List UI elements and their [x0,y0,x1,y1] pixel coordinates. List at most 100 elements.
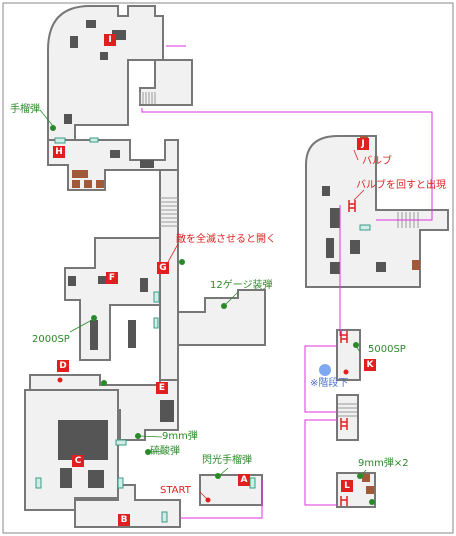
stair-top [139,92,156,104]
label-gauge-ammo: 12ゲージ装弾 [210,280,273,291]
obstacle [326,238,334,258]
label-stairs-down: ※階段下 [310,378,349,389]
marker-e: E [156,382,168,394]
room-h-block [47,139,179,191]
obstacle [330,208,340,228]
obstacle [88,470,104,488]
item-dot-2000sp [91,315,97,321]
label-valve: バルブ [362,156,392,167]
obstacle [64,114,72,124]
door [249,477,256,489]
obstacle [140,160,154,168]
obstacle [68,276,76,286]
red-dot-k [343,369,349,375]
ladder [340,418,348,430]
label-enemy-clear: 敵を全滅させると開く [176,234,276,245]
label-valve-turn: バルブを回すと出現 [356,180,446,191]
item-dot-l [369,499,375,505]
label-acid: 硫酸弾 [150,446,180,457]
label-flash-grenade: 閃光手榴弾 [202,455,252,466]
crate [362,474,370,482]
link-start [180,480,263,519]
marker-j: J [357,138,369,150]
marker-d: D [57,360,69,372]
item-dot-g [179,259,185,265]
floor-plan [24,5,449,528]
stairs [139,92,419,417]
obstacle [60,468,72,488]
crate [412,260,420,270]
marker-b: B [118,514,130,526]
door [115,439,127,446]
obstacle [90,320,98,350]
obstacle [112,30,126,40]
leaders [39,109,367,476]
obstacle [330,262,340,274]
obstacle [58,420,108,460]
obstacle [70,36,78,48]
marker-l: L [341,480,353,492]
item-dots [50,125,375,505]
red-dot-d [57,377,63,383]
obstacle [140,278,148,292]
label-9mm-x2: 9mm弾×2 [358,458,409,469]
obstacle [160,400,174,422]
obstacle [376,262,386,272]
label-5000sp: 5000SP [368,344,406,355]
label-9mm: 9mm弾 [162,431,198,442]
links [141,45,433,519]
marker-g: G [157,262,169,274]
doors [35,137,371,523]
marker-a: A [238,474,250,486]
ladders [340,200,356,506]
door [117,477,124,489]
room-stair-lower [336,394,359,441]
room-fg [64,237,161,361]
marker-f: F [106,272,118,284]
item-dot-5000sp [353,342,359,348]
crate [72,170,80,178]
stair-corridor [160,197,178,227]
label-start: START [160,485,191,496]
label-hand-grenade: 手榴弾 [10,104,40,115]
obstacle [350,240,360,254]
door [35,477,42,489]
ladder [340,331,348,343]
marker-k: K [364,359,376,371]
label-2000sp: 2000SP [32,334,70,345]
ladder [348,200,356,212]
obstacle [100,52,108,60]
item-dot-9mm [135,433,141,439]
ladder [340,496,348,506]
stairs-down-point [319,364,331,376]
marker-i: I [104,34,116,46]
item-dot-9mm-x2 [357,473,363,479]
crate [72,180,80,188]
room-k [336,329,361,381]
item-dot-d [101,380,107,386]
item-dot-hand-grenade [50,125,56,131]
room-top-north [47,5,164,146]
obstacle [322,186,330,196]
obstacle [86,20,96,28]
obstacle [128,320,136,348]
obstacles [58,20,386,488]
obstacle [98,276,106,284]
door [359,224,371,231]
room-gauge [177,289,266,346]
room-j [305,135,449,288]
item-dot-acid [145,449,151,455]
crate [80,170,88,178]
item-dot-gauge [221,303,227,309]
door [54,137,66,144]
stair-corridor-top [139,59,193,106]
link-stairs-to-l [304,419,337,506]
door [153,317,159,329]
link-top-to-right [141,108,433,221]
corridor-b [74,484,181,528]
leaders-red [167,149,365,501]
marker-h: H [53,146,65,158]
item-dot-flash [215,473,221,479]
